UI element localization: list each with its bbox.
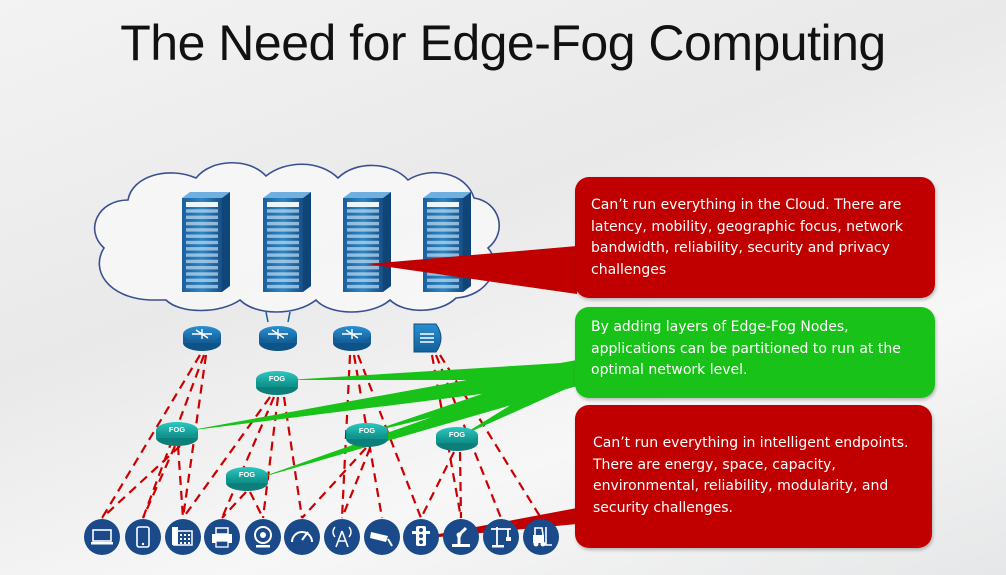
- fog-node-5: FOG: [226, 467, 268, 491]
- fog-node-3: FOG: [346, 423, 388, 447]
- fog-label: FOG: [359, 426, 375, 435]
- page-title: The Need for Edge-Fog Computing: [120, 15, 886, 71]
- server-rack-icon: [263, 192, 311, 292]
- fog-label: FOG: [239, 470, 255, 479]
- fog-label: FOG: [269, 374, 285, 383]
- endpoint-callout: Can’t run everything in intelligent endp…: [575, 405, 932, 548]
- fog-node-1: FOG: [256, 371, 298, 395]
- laptop-icon: [84, 519, 120, 555]
- cloud-callout-pointer: [368, 246, 577, 294]
- desk-phone-icon: [165, 519, 201, 555]
- switch-icon: [413, 323, 442, 353]
- robot-arm-icon: [443, 519, 479, 555]
- webcam-icon: [245, 519, 281, 555]
- server-rack-icon: [182, 192, 230, 292]
- router-icon: [259, 326, 297, 351]
- fog-node-2: FOG: [156, 422, 198, 446]
- fog-label: FOG: [449, 430, 465, 439]
- forklift-icon: [523, 519, 559, 555]
- gauge-icon: [284, 519, 320, 555]
- antenna-icon: [265, 311, 269, 323]
- cloud-callout: Can’t run everything in the Cloud. There…: [575, 177, 935, 298]
- phone-icon: [125, 519, 161, 555]
- security-camera-icon: [364, 519, 400, 555]
- fog-callout-pointers: [186, 360, 577, 479]
- cell-tower-icon: [324, 519, 360, 555]
- router-icon: [183, 326, 221, 351]
- router-icon: [333, 326, 371, 351]
- traffic-light-icon: [403, 519, 439, 555]
- fog-node-4: FOG: [436, 427, 478, 451]
- fog-callout: By adding layers of Edge-Fog Nodes, appl…: [575, 307, 935, 398]
- printer-icon: [204, 519, 240, 555]
- server-rack-icon: [343, 192, 391, 292]
- crane-icon: [483, 519, 519, 555]
- fog-label: FOG: [169, 425, 185, 434]
